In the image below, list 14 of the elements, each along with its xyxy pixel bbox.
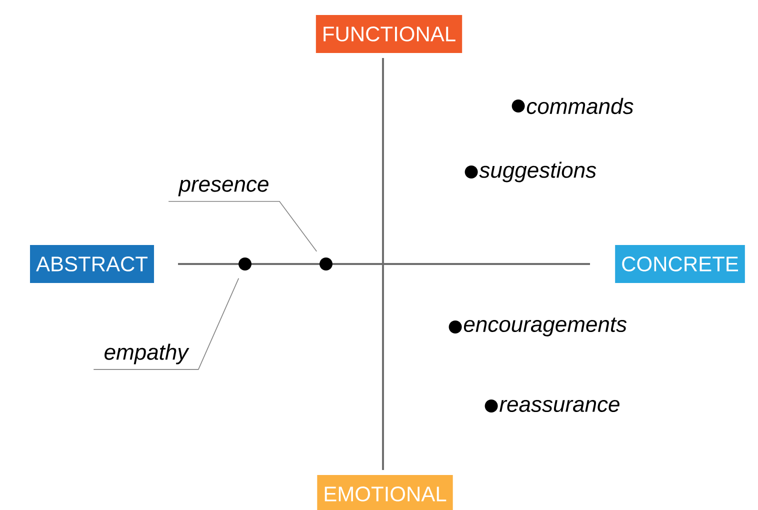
axis-label: EMOTIONAL — [317, 474, 453, 510]
leader-line — [168, 200, 318, 252]
callout-text: empathy — [104, 344, 190, 364]
axis-label: CONCRETE — [615, 245, 745, 283]
bullet-item: suggestions — [464, 162, 596, 182]
axis-label: ABSTRACT — [30, 245, 154, 283]
axis-label: FUNCTIONAL — [316, 15, 462, 53]
bullet-item: encouragements — [448, 318, 627, 336]
dot — [238, 258, 252, 270]
bullet-item: commands — [512, 98, 634, 114]
bullet-item: reassurance — [484, 399, 620, 412]
callout-text: presence — [178, 180, 268, 196]
leader-line — [93, 278, 240, 370]
dot — [320, 258, 332, 270]
